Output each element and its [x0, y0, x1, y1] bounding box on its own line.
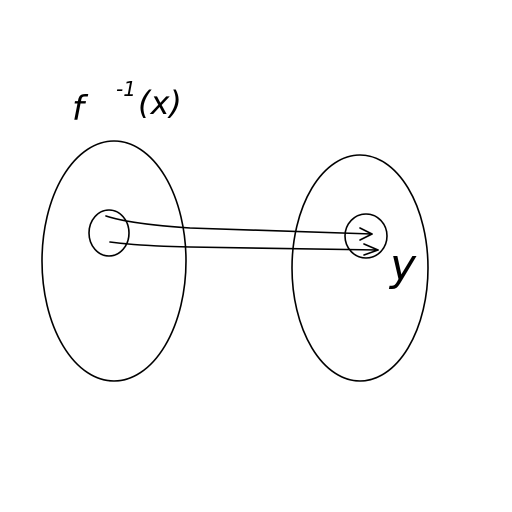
domain-label-argument: (x) [138, 84, 182, 122]
mapping-arrow-upper-head [359, 227, 373, 241]
mapping-arrow-upper [105, 215, 373, 235]
domain-label: f -1 (x) [72, 77, 182, 129]
codomain-set-ellipse [291, 154, 429, 382]
preimage-circle [88, 209, 130, 257]
codomain-label: y [388, 240, 417, 291]
domain-label-superscript: -1 [116, 77, 136, 101]
mapping-arrow-lower-head [363, 243, 379, 256]
mapping-arrow-lower [109, 241, 379, 251]
domain-set-ellipse [41, 140, 187, 382]
image-circle [344, 213, 388, 259]
domain-label-func: f [72, 89, 89, 129]
